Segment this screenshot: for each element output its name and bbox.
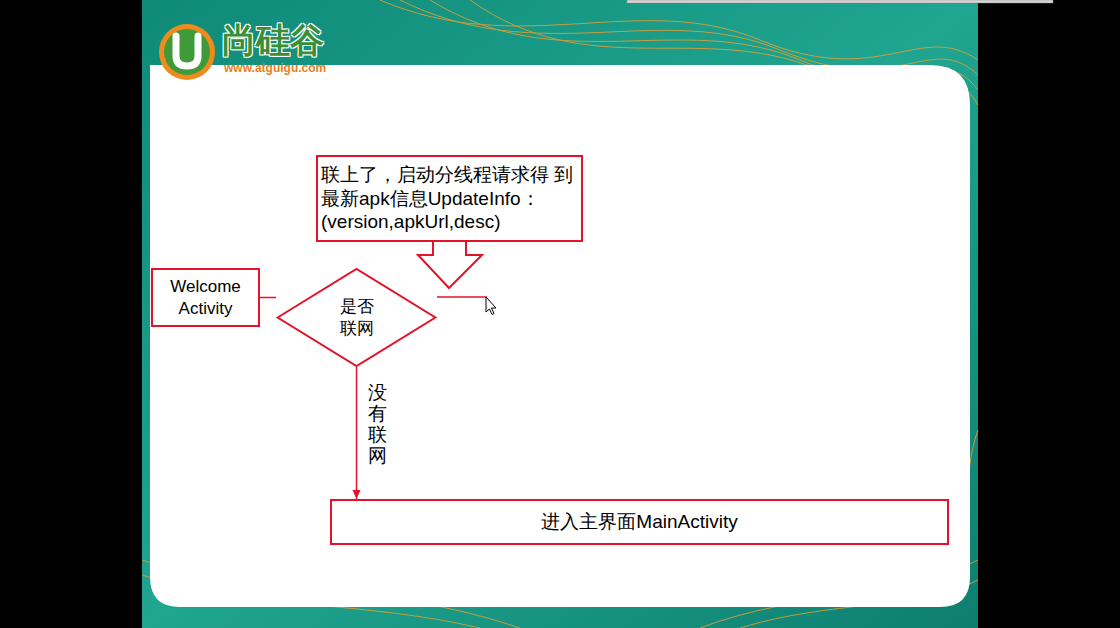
node-text: Welcome Activity [157,276,254,319]
activity-box: Welcome Activity [151,268,260,327]
diamond-outline [276,268,437,367]
node-text: 是否 联网 [337,296,376,339]
callout-box: 联上了，启动分线程请求得 到最新apk信息UpdateInfo： (versio… [316,155,583,242]
edge-label: 没有联网 [368,383,387,467]
diamond-shape [278,269,436,366]
logo-url: www.atguigu.com [224,62,326,75]
logo-text: 尚硅谷 [222,22,324,59]
node-text: 进入主界面MainActivity [541,510,737,534]
arrow-head [353,490,361,499]
connector-line [260,297,276,299]
process-box: 进入主界面MainActivity [330,499,949,545]
node-text: 联上了，启动分线程请求得 到最新apk信息UpdateInfo： (versio… [321,163,578,234]
connector [353,367,361,499]
connector-line [356,367,358,499]
decision-diamond: 是否 联网 [276,268,437,367]
connector [260,297,276,298]
